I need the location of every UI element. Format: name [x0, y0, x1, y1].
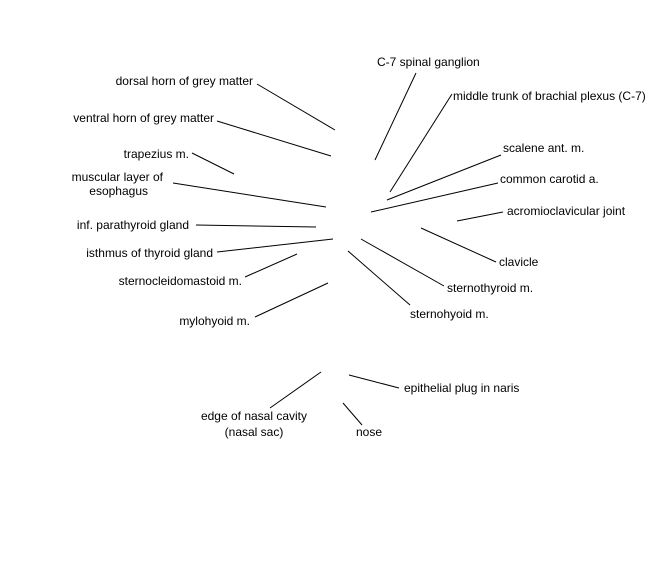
label-acromioclavicular: acromioclavicular joint [507, 204, 626, 218]
label-edge-nasal-cavity-line1: edge of nasal cavity [201, 409, 307, 423]
leader-line-edge-nasal-cavity [269, 371, 322, 409]
label-sternohyoid: sternohyoid m. [410, 307, 489, 321]
leader-line-inf-parathyroid [195, 224, 317, 228]
label-middle-trunk: middle trunk of brachial plexus (C-7) [453, 89, 646, 103]
leader-line-middle-trunk [389, 93, 453, 193]
leader-line-epithelial-plug [348, 374, 400, 389]
leader-line-mylohyoid [254, 282, 329, 318]
label-mylohyoid: mylohyoid m. [179, 314, 250, 328]
label-edge-nasal-cavity-line2: (nasal sac) [225, 425, 284, 439]
label-scalene-ant: scalene ant. m. [503, 141, 584, 155]
label-sternocleidomastoid: sternocleidomastoid m. [119, 274, 242, 288]
leader-line-acromioclavicular [456, 211, 504, 222]
leader-lines [172, 72, 504, 426]
label-ventral-horn: ventral horn of grey matter [73, 111, 214, 125]
label-epithelial-plug: epithelial plug in naris [404, 381, 519, 395]
label-muscular-layer-line1: muscular layer of [72, 170, 164, 184]
leader-line-sternohyoid [347, 250, 411, 306]
label-muscular-layer-line2: esophagus [89, 184, 148, 198]
label-c7-spinal-ganglion: C-7 spinal ganglion [377, 55, 480, 69]
leader-line-sternothyroid [360, 238, 445, 287]
label-inf-parathyroid: inf. parathyroid gland [77, 218, 189, 232]
labels: C-7 spinal ganglion dorsal horn of grey … [72, 55, 646, 439]
leader-line-nose [342, 402, 363, 426]
leader-line-scalene-ant [386, 154, 502, 201]
leader-line-isthmus [216, 238, 334, 253]
label-sternothyroid: sternothyroid m. [447, 281, 533, 295]
label-trapezius: trapezius m. [124, 147, 189, 161]
label-clavicle: clavicle [499, 255, 539, 269]
leader-line-dorsal-horn [256, 83, 336, 131]
label-nose: nose [356, 425, 382, 439]
leader-line-trapezius [191, 152, 235, 175]
leader-line-sternocleidomastoid [244, 253, 298, 278]
label-common-carotid: common carotid a. [500, 172, 599, 186]
label-isthmus: isthmus of thyroid gland [86, 246, 213, 260]
leader-line-common-carotid [370, 182, 499, 213]
label-dorsal-horn: dorsal horn of grey matter [116, 74, 253, 88]
leader-line-c7-spinal-ganglion [374, 72, 417, 161]
leader-line-clavicle [420, 227, 497, 263]
leader-line-ventral-horn [216, 120, 332, 157]
leader-line-muscular-layer [172, 182, 327, 208]
